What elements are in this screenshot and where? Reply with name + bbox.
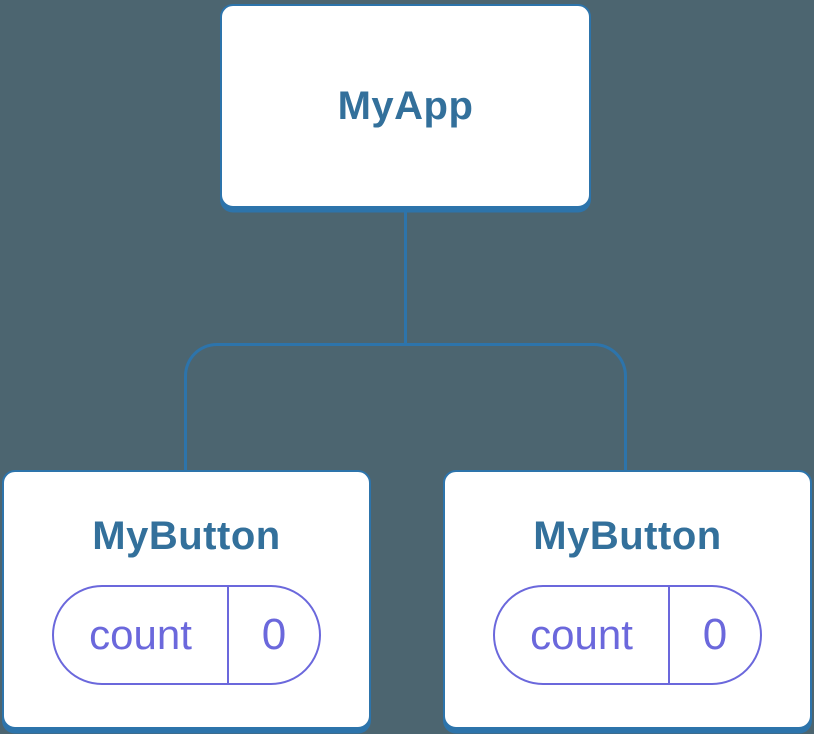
- state-value: 0: [261, 610, 287, 659]
- child-node-label: MyButton: [92, 514, 281, 558]
- connector-stem-line: [404, 208, 407, 346]
- state-pill: count 0: [52, 585, 321, 685]
- child-node-mybutton-left: MyButton count 0: [2, 470, 371, 729]
- child-node-label: MyButton: [533, 514, 722, 558]
- root-node-label: MyApp: [337, 84, 474, 128]
- state-name: count: [495, 587, 670, 683]
- state-pill: count 0: [493, 585, 762, 685]
- state-value: 0: [702, 610, 728, 659]
- child-node-mybutton-right: MyButton count 0: [443, 470, 812, 729]
- root-node-myapp: MyApp: [220, 4, 591, 208]
- state-name: count: [54, 587, 229, 683]
- connector-branch-bracket: [184, 343, 627, 471]
